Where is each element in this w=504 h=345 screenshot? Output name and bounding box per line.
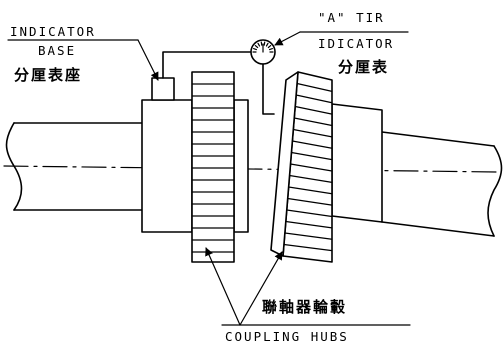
- left-coupling-hub: [141, 99, 249, 233]
- gear-tooth-line: [288, 174, 333, 183]
- left-gear-flange: [191, 71, 235, 263]
- gear-tooth-line: [292, 128, 333, 138]
- right-gear-flange: [270, 71, 333, 263]
- gear-tooth-line: [296, 82, 333, 92]
- tir-label-en-2: IDICATOR: [318, 36, 394, 51]
- indicator-base: [151, 51, 257, 101]
- center-line: [3, 165, 499, 173]
- coupling-hubs-label-zh: 聯軸器輪轂: [262, 298, 347, 316]
- indicator-base-label-en-1: INDICATOR: [10, 24, 96, 39]
- coupling-hubs-callout: [205, 247, 411, 326]
- indicator-base-label-zh: 分厘表座: [14, 66, 82, 84]
- coupling-hubs-label-en: COUPLING HUBS: [225, 329, 349, 344]
- gear-tooth-line: [291, 140, 333, 149]
- dial-tick: [253, 47, 258, 51]
- gear-tooth-line: [288, 186, 333, 195]
- gear-tooth-line: [290, 151, 333, 161]
- gear-tooth-line: [283, 243, 333, 252]
- gear-tooth-line: [294, 105, 333, 115]
- right-coupling-hub: [331, 103, 383, 223]
- gear-tooth-line: [293, 117, 333, 127]
- gear-tooth-line: [287, 197, 333, 206]
- gear-tooth-line: [285, 220, 333, 229]
- dial-tick: [260, 41, 263, 46]
- gear-tooth-line: [289, 163, 333, 172]
- dial-tick: [265, 42, 269, 47]
- gear-tooth-line: [284, 232, 333, 240]
- dial-tick: [263, 41, 266, 46]
- tir-indicator-callout: [274, 31, 409, 46]
- right-shaft: [381, 131, 503, 237]
- gear-tooth-line: [286, 209, 333, 218]
- gear-tooth-line: [295, 94, 333, 104]
- dial-tick: [267, 44, 272, 49]
- tir-label-en-1: "A" TIR: [318, 10, 385, 25]
- dial-tick: [268, 47, 273, 51]
- dial-gauge-icon: [250, 39, 276, 115]
- dial-tick: [254, 44, 259, 49]
- indicator-base-label-en-2: BASE: [38, 43, 76, 58]
- dial-tick: [257, 42, 261, 47]
- indicator-base-callout: [7, 39, 159, 81]
- tir-label-zh: 分厘表: [338, 58, 389, 76]
